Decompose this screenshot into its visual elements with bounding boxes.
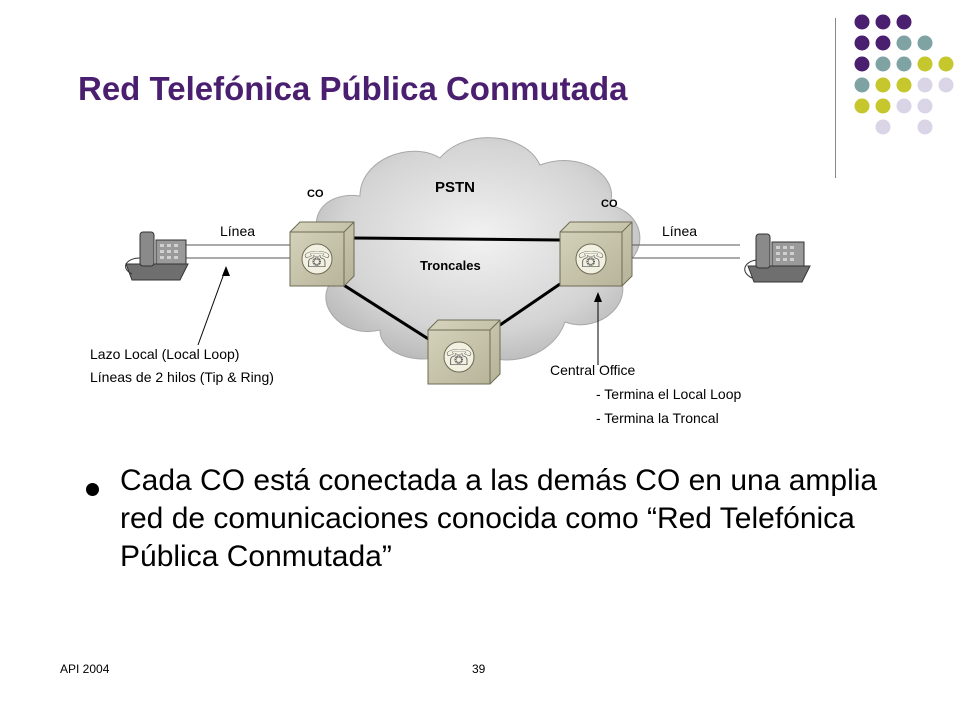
- local-loop-arrow: [197, 266, 230, 346]
- decor-dot: [875, 98, 891, 114]
- decor-dot: [917, 119, 933, 135]
- central-office-title: Central Office: [550, 362, 636, 378]
- telephone-left-icon: [125, 231, 189, 281]
- line-left-label: Línea: [220, 223, 255, 239]
- local-loop-label-line1: Lazo Local (Local Loop): [90, 346, 239, 362]
- decor-dot: [875, 119, 891, 135]
- co-right-label: CO: [601, 198, 618, 210]
- trunk-line-left: [341, 282, 431, 342]
- svg-text:☏: ☏: [445, 346, 473, 371]
- slide-title: Red Telefónica Pública Conmutada: [78, 70, 628, 107]
- svg-text:☏: ☏: [577, 248, 605, 273]
- decor-dot: [875, 77, 891, 93]
- co-switch-left-icon: ☏: [289, 221, 355, 287]
- decor-dot: [875, 14, 891, 30]
- decor-dot: [896, 35, 912, 51]
- trunks-label: Troncales: [420, 258, 481, 273]
- line-wires-right: [632, 244, 740, 259]
- local-loop-label-line2: Líneas de 2 hilos (Tip & Ring): [90, 369, 274, 385]
- decor-dot: [854, 14, 870, 30]
- decor-dot: [896, 14, 912, 30]
- decor-dot: [917, 35, 933, 51]
- decor-dot: [896, 98, 912, 114]
- co-left-label: CO: [307, 188, 324, 200]
- trunk-line-right: [499, 282, 561, 327]
- decor-dot: [896, 77, 912, 93]
- decorative-vertical-rule: [835, 18, 836, 178]
- central-office-arrow: [594, 292, 602, 365]
- decor-dot: [896, 56, 912, 72]
- co-switch-bottom-icon: ☏: [427, 319, 501, 385]
- decor-dot: [854, 56, 870, 72]
- decor-dot: [938, 77, 954, 93]
- central-office-item1: - Termina el Local Loop: [596, 386, 741, 402]
- pstn-diagram: ☏ ☏ ☏ PSTN: [90, 137, 811, 426]
- central-office-item2: - Termina la Troncal: [596, 410, 719, 426]
- footer-left: API 2004: [60, 662, 110, 676]
- decorative-dot-grid: [854, 14, 954, 135]
- svg-text:☏: ☏: [303, 248, 331, 273]
- telephone-right-icon: [744, 233, 811, 283]
- decor-dot: [917, 77, 933, 93]
- decor-dot: [917, 98, 933, 114]
- cloud-label: PSTN: [435, 179, 475, 196]
- page-number: 39: [472, 662, 486, 676]
- decor-dot: [854, 35, 870, 51]
- trunk-line-top: [351, 236, 561, 242]
- line-wires-left: [185, 244, 290, 259]
- decor-dot: [917, 56, 933, 72]
- line-right-label: Línea: [662, 223, 697, 239]
- bullet-text: Cada CO está conectada a las demás CO en…: [120, 464, 878, 573]
- decor-dot: [854, 98, 870, 114]
- bullet-dot: [86, 483, 99, 496]
- co-switch-right-icon: ☏: [559, 221, 633, 287]
- decor-dot: [875, 56, 891, 72]
- decor-dot: [875, 35, 891, 51]
- decor-dot: [938, 56, 954, 72]
- decor-dot: [854, 77, 870, 93]
